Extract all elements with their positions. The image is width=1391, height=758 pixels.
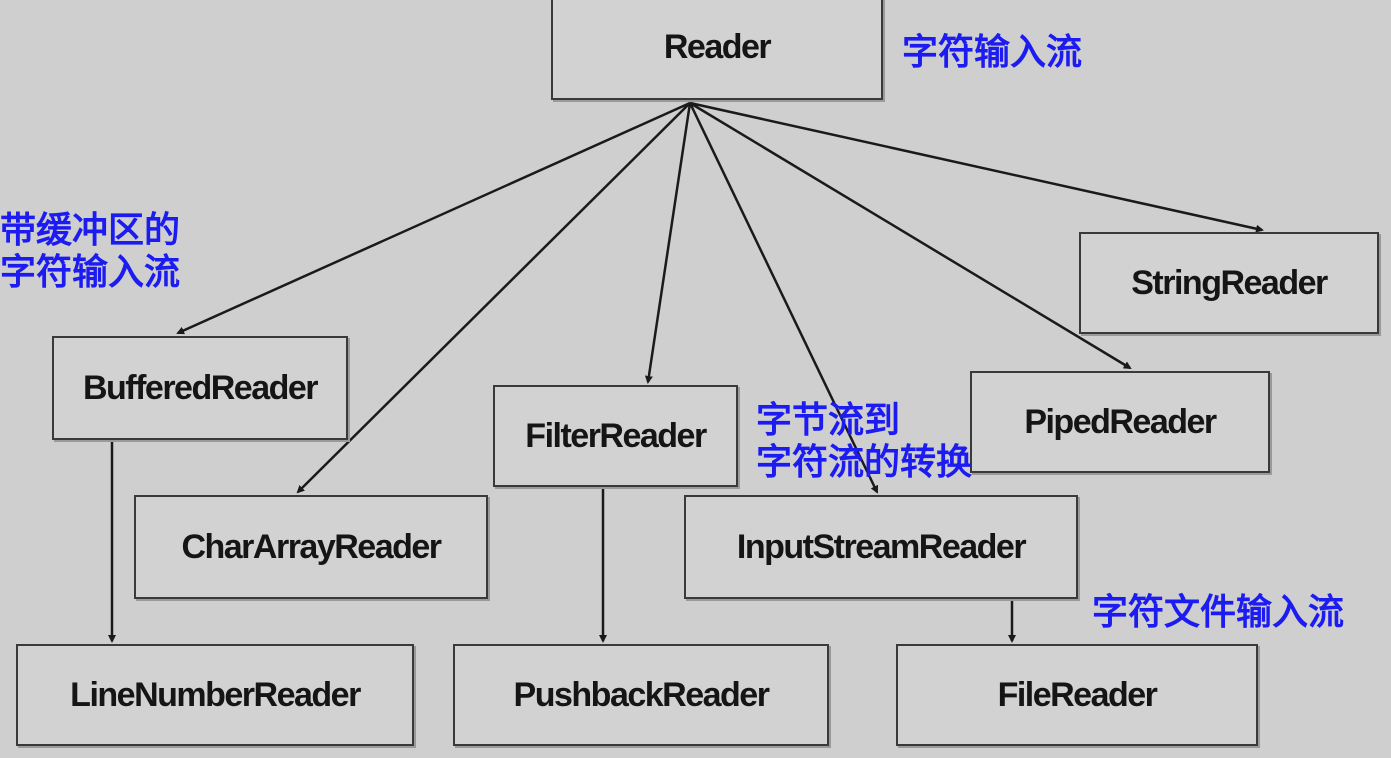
annotation-reader: 字符输入流 [902,32,1083,73]
edge-reader-to-string-reader [689,101,1264,233]
node-char-array-reader: CharArrayReader [134,495,488,599]
node-input-stream-reader: InputStreamReader [684,495,1078,599]
edge-reader-to-piped-reader [689,101,1132,370]
annotation-file-reader: 字符文件输入流 [1092,592,1345,633]
node-buffered-reader: BufferedReader [52,336,348,440]
node-pushback-reader: PushbackReader [453,644,829,746]
annotation-isr-line1: 字节流到 [756,400,901,441]
edge-reader-to-filter-reader [644,102,692,384]
node-filter-reader: FilterReader [493,385,738,487]
annotation-isr-line2: 字符流的转换 [756,442,973,483]
annotation-buffered-line2: 字符输入流 [0,252,181,293]
node-line-number-reader: LineNumberReader [16,644,414,746]
annotation-buffered-reader: 带缓冲区的 字符输入流 [0,210,180,294]
annotation-input-stream-reader: 字节流到 字符流的转换 [756,400,972,484]
annotation-buffered-line1: 带缓冲区的 [0,210,181,251]
node-piped-reader: PipedReader [970,371,1270,473]
node-file-reader: FileReader [896,644,1258,746]
node-string-reader: StringReader [1079,232,1379,334]
node-reader: Reader [551,0,883,100]
edge-reader-to-buffered-reader [176,101,691,335]
